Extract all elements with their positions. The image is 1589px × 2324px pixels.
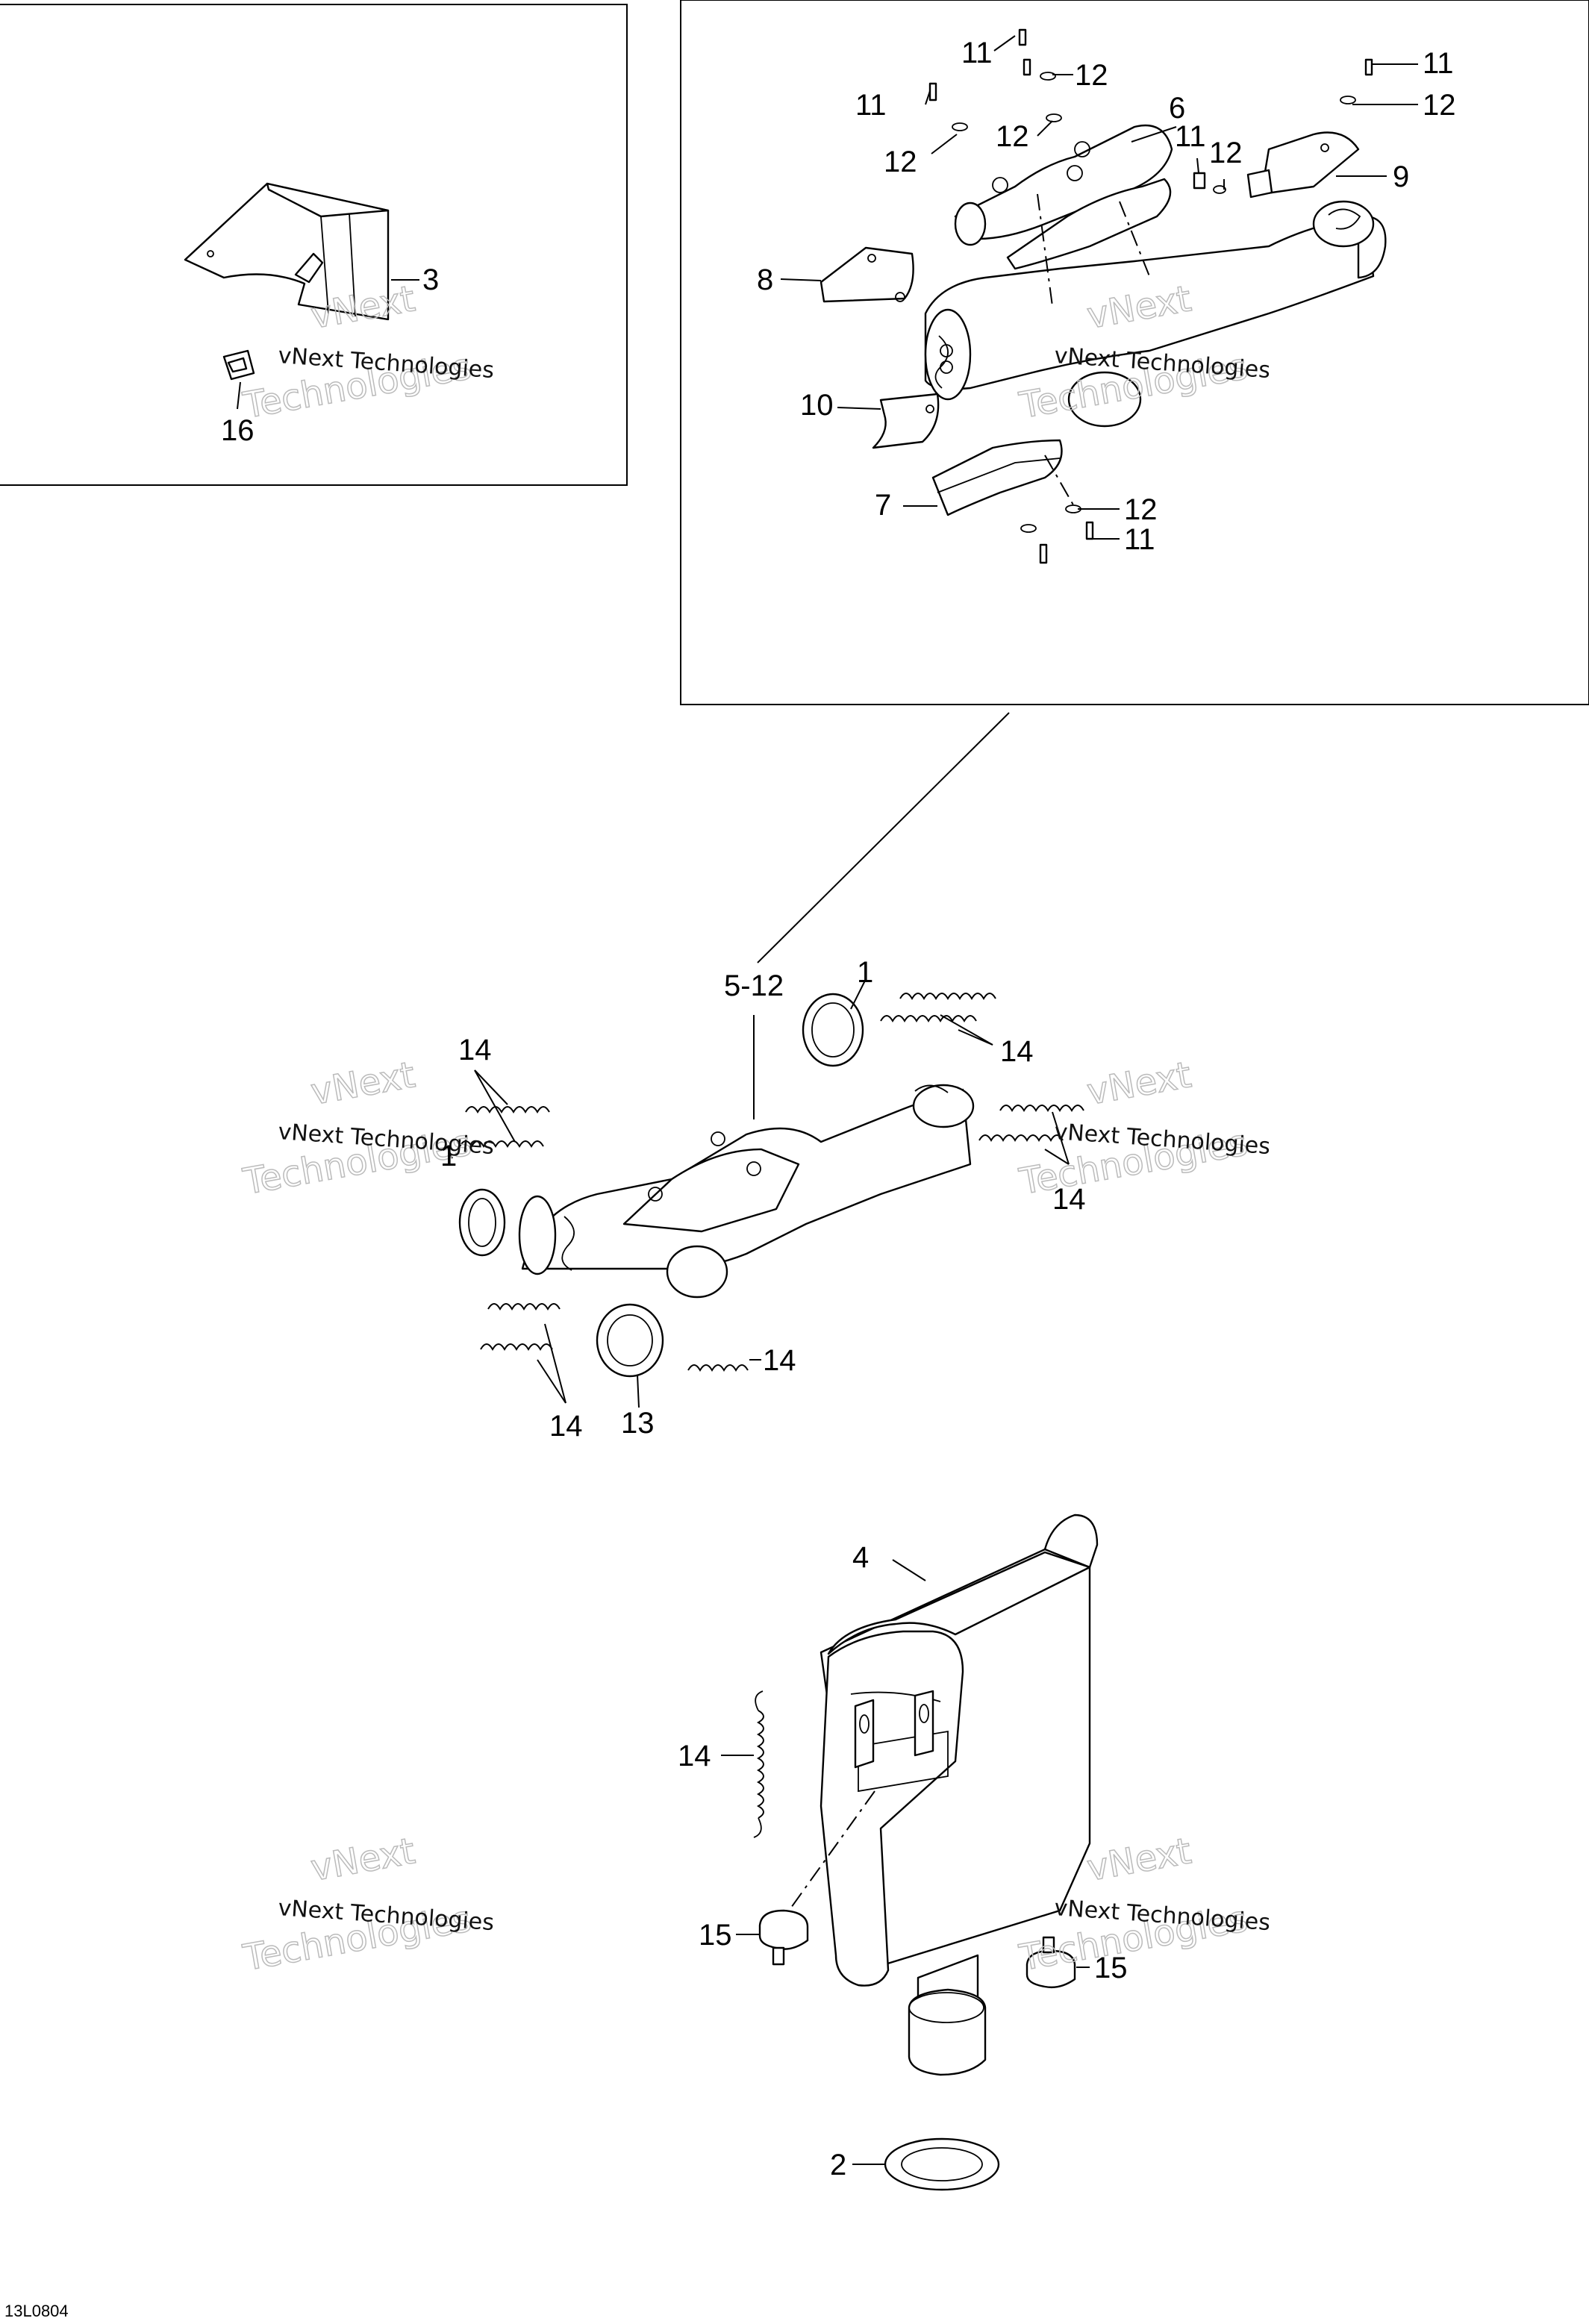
bolts-11-washers-12: [928, 28, 1373, 564]
part-1-gasket-left: [458, 1188, 506, 1257]
detail-exhaust-pipe: [924, 200, 1387, 428]
callout-14: 14: [458, 1034, 492, 1066]
figure-code: 13L0804: [4, 2302, 69, 2320]
callout-6: 6: [1169, 92, 1185, 125]
callout-12: 12: [1423, 89, 1456, 122]
middle-leader-lines: [447, 978, 1070, 1408]
part-14-springs: [459, 993, 1084, 1372]
callout-4: 4: [852, 1541, 869, 1574]
svg-text:vNext: vNext: [308, 1830, 418, 1890]
callout-11: 11: [1423, 47, 1454, 80]
part-15-rubber-mounts: [758, 1909, 1076, 1989]
callout-14: 14: [1052, 1183, 1086, 1216]
watermark-3: vNext Technologies vNext Technologies: [240, 1054, 495, 1204]
callout-12: 12: [1209, 137, 1243, 169]
callout-7: 7: [875, 489, 891, 522]
svg-text:vNext: vNext: [1084, 1830, 1194, 1890]
callout-14: 14: [763, 1344, 796, 1377]
detail-connector-line: [757, 712, 1010, 963]
callout-3: 3: [422, 263, 439, 296]
callout-2: 2: [830, 2149, 846, 2181]
detail-frame-right: [680, 0, 1589, 705]
part-6-heat-shield: [954, 124, 1173, 270]
part-14-spring-muffler: [753, 1690, 764, 1838]
part-8-heat-shield: [820, 246, 914, 303]
callout-10: 10: [800, 389, 834, 422]
callout-15: 15: [1094, 1952, 1128, 1984]
callout-13: 13: [621, 1407, 655, 1440]
callout-11: 11: [961, 37, 993, 69]
callout-9: 9: [1393, 160, 1409, 193]
callout-14: 14: [1000, 1035, 1034, 1068]
callout-1: 1: [440, 1140, 457, 1172]
callout-11: 11: [1175, 120, 1206, 153]
callout-labels: 3 16 11 11 12 12 12 6 11 12 11 12 9 8 10…: [221, 37, 1456, 2181]
callout-12: 12: [1124, 493, 1158, 526]
callout-14: 14: [549, 1410, 583, 1443]
callout-14: 14: [678, 1740, 711, 1772]
part-13-gasket: [596, 1303, 664, 1378]
callout-16: 16: [221, 414, 255, 447]
callout-11: 11: [855, 89, 887, 122]
detail-leader-lines: [780, 35, 1418, 540]
callout-11: 11: [1124, 523, 1155, 556]
watermark-1: vNext Technologies vNext Technologies: [240, 278, 495, 428]
part-16-clip: [222, 349, 255, 381]
part-4-muffler: [820, 1514, 1099, 2076]
part-2-gasket: [884, 2137, 1000, 2191]
part-9-heat-shield: [1246, 131, 1360, 199]
assembled-exhaust-pipe: [518, 1084, 975, 1299]
callout-12: 12: [884, 146, 917, 178]
svg-text:vNext: vNext: [308, 1054, 418, 1113]
callout-5-12: 5-12: [724, 969, 784, 1002]
part-7-heat-shield: [931, 439, 1063, 516]
bottom-leader-lines: [721, 1559, 1090, 2165]
callout-12: 12: [996, 120, 1029, 153]
svg-text:vNext: vNext: [1084, 1054, 1194, 1113]
callout-12: 12: [1075, 59, 1108, 92]
watermark-4: vNext Technologies vNext Technologies: [1016, 1054, 1271, 1204]
watermark-5: vNext Technologies vNext Technologies: [240, 1830, 495, 1980]
detail-frame-left: [0, 4, 628, 486]
part-1-gasket-upper: [802, 993, 864, 1067]
callout-15: 15: [699, 1919, 732, 1952]
callout-8: 8: [757, 263, 773, 296]
callout-1: 1: [857, 956, 873, 989]
part-3-heat-shield: [184, 182, 390, 321]
part-10-heat-shield: [872, 393, 940, 449]
